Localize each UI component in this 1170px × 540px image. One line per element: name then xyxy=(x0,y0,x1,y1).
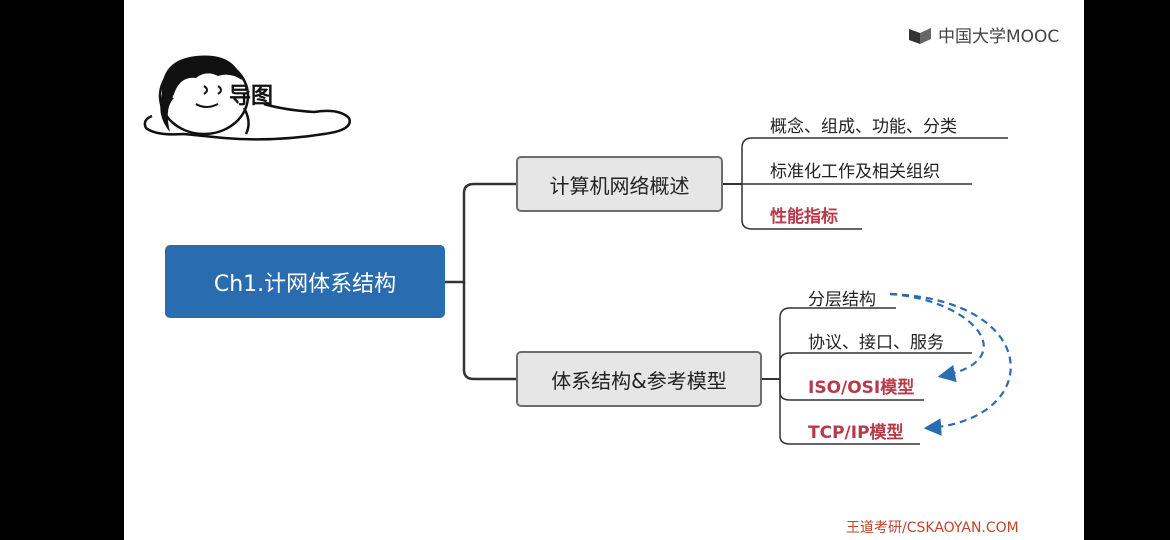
leaf-performance: 性能指标 xyxy=(770,207,838,227)
connector-lines xyxy=(445,137,1012,445)
mooc-logo-text: 中国大学MOOC xyxy=(938,27,1060,47)
slide: 中国大学MOOC 导图 Ch1.计网体系 xyxy=(124,0,1084,540)
mascot-label: 导图 xyxy=(229,84,274,109)
leaf-protocols: 协议、接口、服务 xyxy=(808,333,944,353)
leaf-tcp-ip: TCP/IP模型 xyxy=(808,423,904,443)
branch-overview: 计算机网络概述 xyxy=(516,156,723,212)
branch-architecture: 体系结构&参考模型 xyxy=(516,351,762,407)
leaf-standards: 标准化工作及相关组织 xyxy=(770,162,940,182)
leaf-layering: 分层结构 xyxy=(808,290,876,310)
root-node: Ch1.计网体系结构 xyxy=(165,245,445,318)
leaf-iso-osi: ISO/OSI模型 xyxy=(808,378,915,398)
watermark: 王道考研/CSKAOYAN.COM xyxy=(846,520,1019,536)
leaf-concepts: 概念、组成、功能、分类 xyxy=(770,117,957,137)
mooc-book-icon xyxy=(909,27,931,44)
mooc-logo: 中国大学MOOC xyxy=(908,22,1059,47)
mascot-illustration xyxy=(143,55,351,141)
